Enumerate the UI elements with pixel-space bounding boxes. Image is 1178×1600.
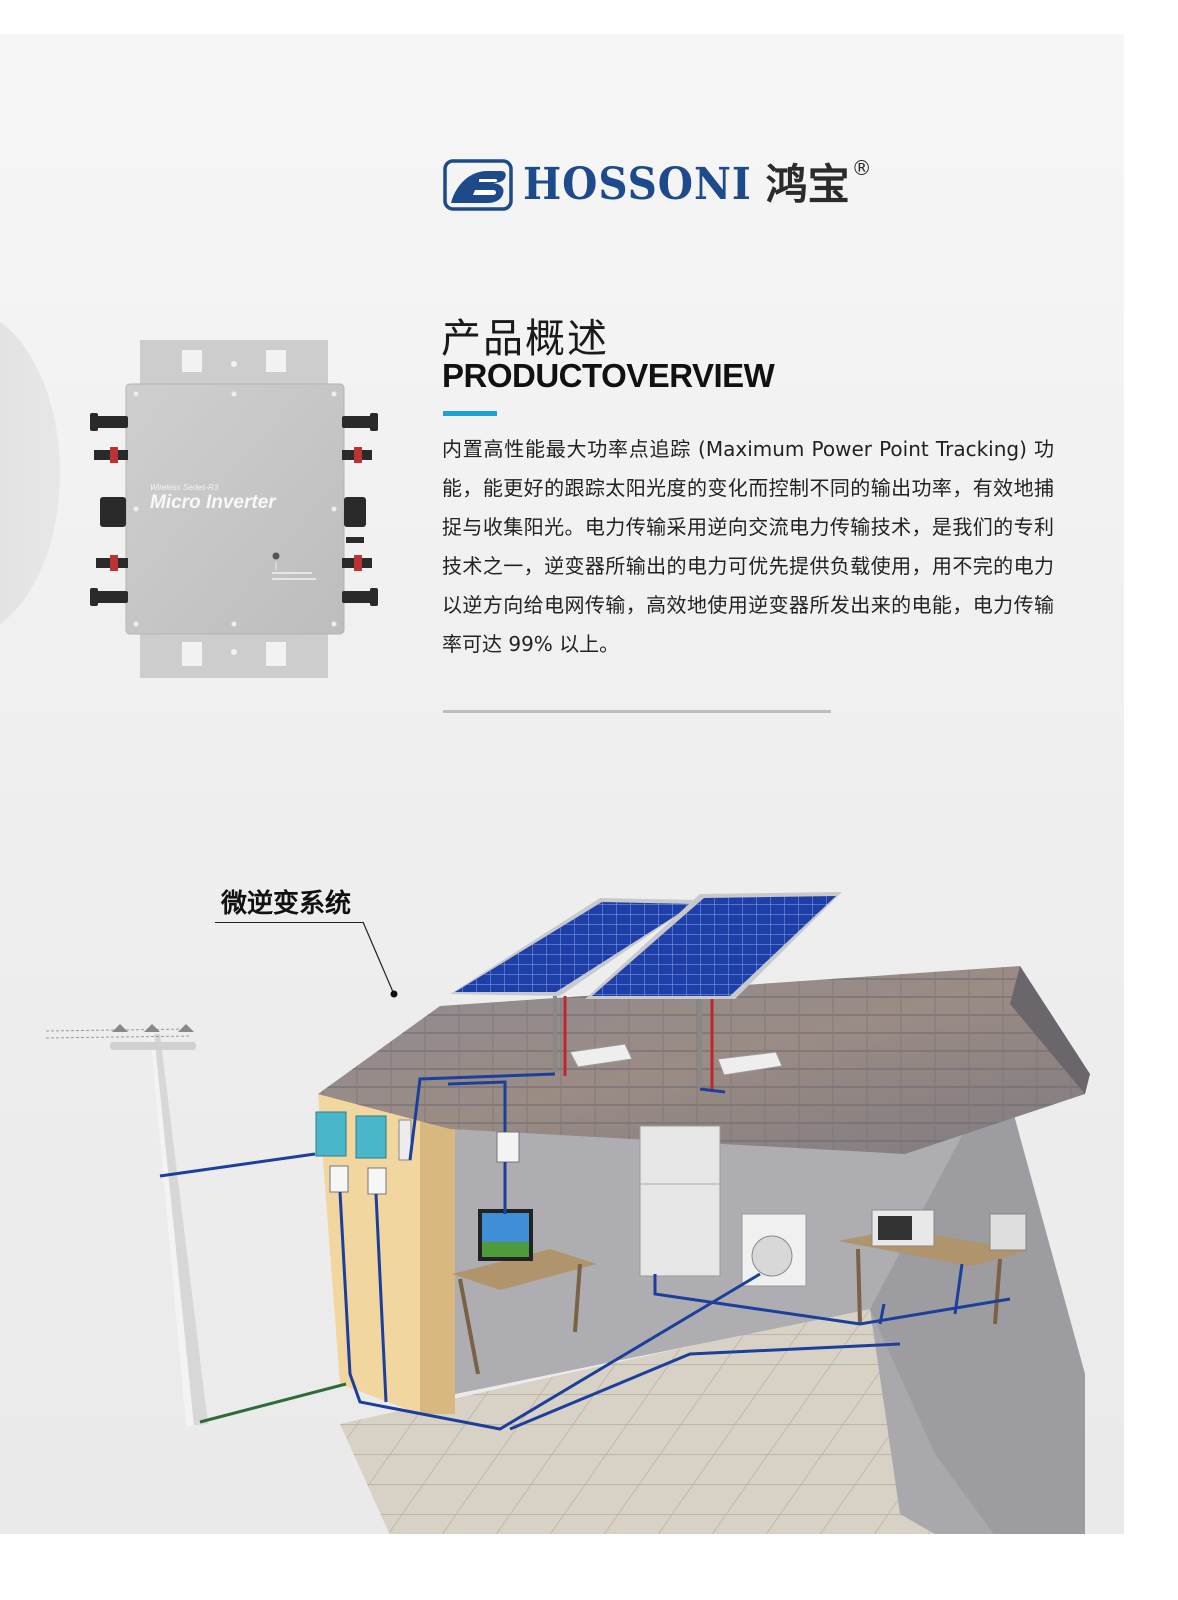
registered-mark: ® — [851, 156, 872, 180]
solar-panels — [450, 892, 842, 1091]
product-description: 内置高性能最大功率点追踪 (Maximum Power Point Tracki… — [442, 437, 1054, 656]
decorative-arc — [0, 308, 60, 638]
utility-pole — [45, 1024, 208, 1426]
system-diagram-label: 微逆变系统 — [221, 889, 352, 919]
brand-mark-icon — [443, 159, 513, 211]
model-label: Micro Inverter — [150, 492, 277, 513]
brand-name-cn: 鸿宝 — [765, 160, 850, 209]
brand-logo: HOSSONI 鸿宝 ® — [443, 156, 872, 212]
label-underline — [215, 922, 363, 923]
section-title-cn: 产品概述 — [441, 316, 609, 362]
title-accent-bar — [443, 411, 497, 416]
micro-inverter-system-illustration — [45, 892, 1090, 1534]
series-label: Wireless Series-R3 — [150, 483, 219, 492]
brand-name-en: HOSSONI — [523, 159, 752, 210]
page-background: HOSSONI 鸿宝 ® Wireless Series-R3 Micro In… — [0, 34, 1124, 1534]
label-leader-line — [362, 921, 394, 993]
section-divider — [443, 710, 831, 713]
micro-inverter-image: Wireless Series-R3 Micro Inverter — [90, 340, 378, 678]
section-title-en: PRODUCTOVERVIEW — [442, 357, 775, 394]
